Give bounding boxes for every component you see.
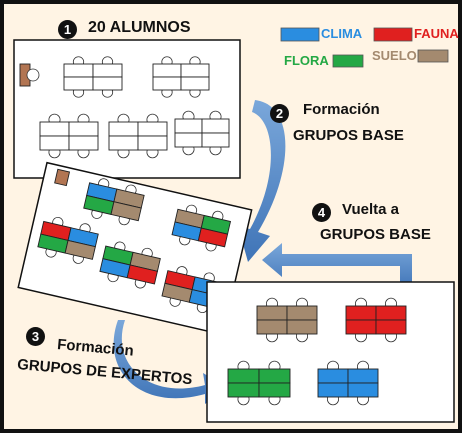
arrow-step-4	[262, 243, 412, 290]
desk	[227, 368, 260, 384]
step-2-line2: GRUPOS BASE	[293, 127, 404, 144]
desk	[137, 135, 168, 151]
legend-label-fauna: FAUNA	[414, 26, 459, 41]
desk	[110, 201, 142, 222]
legend-swatch-clima	[280, 27, 320, 42]
legend-swatch-suelo	[417, 49, 449, 63]
step-2-number: 2	[270, 104, 289, 123]
desk	[286, 319, 318, 335]
desk	[174, 132, 203, 148]
desk	[39, 135, 70, 151]
classroom-initial	[13, 39, 241, 179]
desk	[126, 264, 158, 285]
step-4-line2: GRUPOS BASE	[320, 226, 431, 243]
desk	[375, 305, 407, 321]
desk	[201, 132, 230, 148]
desk	[137, 121, 168, 137]
desk	[258, 368, 291, 384]
desk	[152, 63, 182, 78]
step-3-number: 3	[26, 327, 45, 346]
classroom-return-base-groups	[206, 281, 455, 423]
desk	[152, 76, 182, 91]
desk	[92, 76, 123, 91]
desk	[256, 305, 288, 321]
desk	[92, 63, 123, 78]
legend-swatch-fauna	[373, 27, 413, 42]
desk	[345, 305, 377, 321]
desk	[54, 168, 71, 187]
desk	[39, 121, 70, 137]
chair	[26, 68, 40, 82]
legend-label-clima: CLIMA	[321, 26, 363, 41]
desk	[317, 382, 349, 398]
desk	[63, 76, 94, 91]
desk	[258, 382, 291, 398]
step-1-title: 20 ALUMNOS	[88, 19, 191, 36]
arrow-step-3	[113, 320, 228, 404]
desk	[347, 368, 379, 384]
step-2-line1: Formación	[303, 101, 380, 118]
desk	[180, 76, 210, 91]
desk	[197, 227, 229, 248]
desk	[174, 118, 203, 134]
desk	[286, 305, 318, 321]
desk	[317, 368, 349, 384]
desk	[108, 121, 139, 137]
legend-label-flora: FLORA	[284, 53, 329, 68]
desk	[68, 121, 99, 137]
step-4-number: 4	[312, 203, 331, 222]
legend-swatch-flora	[332, 54, 364, 68]
step-4-line1: Vuelta a	[342, 201, 399, 218]
legend-label-suelo: SUELO	[372, 48, 417, 63]
desk	[345, 319, 377, 335]
desk	[64, 239, 96, 260]
step-1-number: 1	[58, 20, 77, 39]
desk	[256, 319, 288, 335]
desk	[375, 319, 407, 335]
desk	[201, 118, 230, 134]
desk	[180, 63, 210, 78]
desk	[347, 382, 379, 398]
desk	[108, 135, 139, 151]
desk	[63, 63, 94, 78]
desk	[227, 382, 260, 398]
arrow-step-2	[238, 100, 286, 262]
desk	[68, 135, 99, 151]
